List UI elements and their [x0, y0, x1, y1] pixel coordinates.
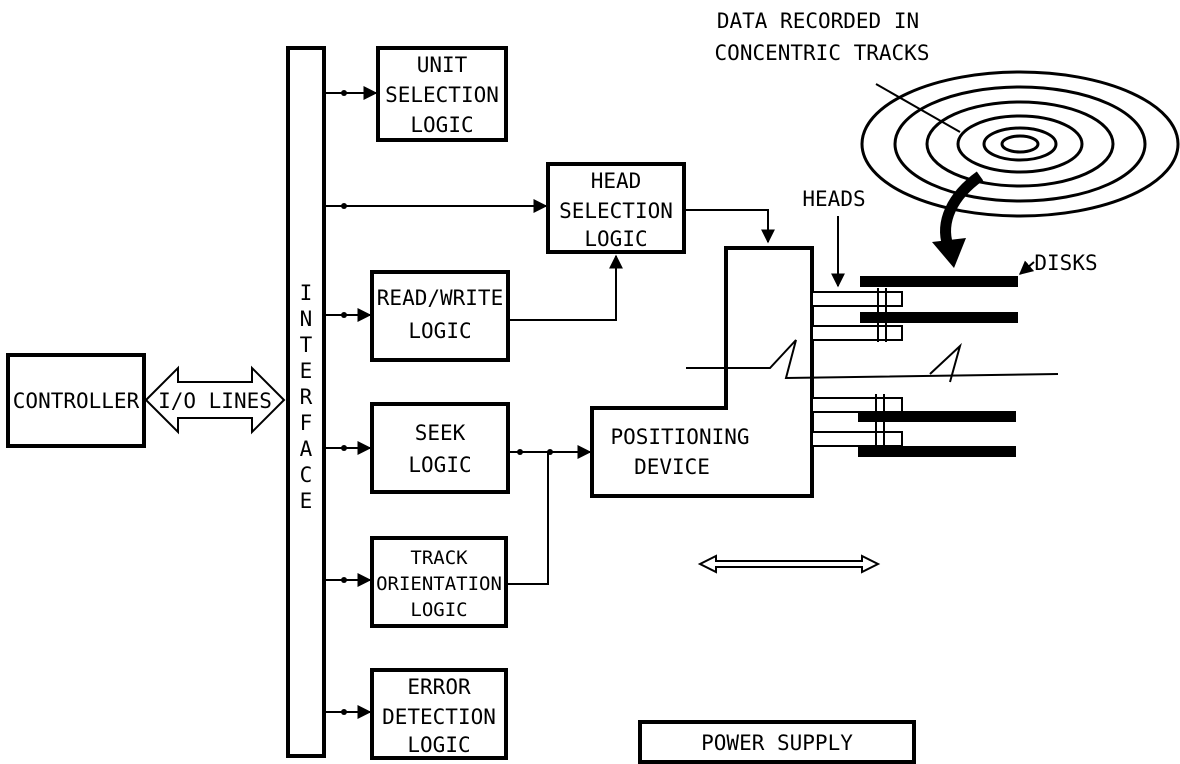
read-write-line: READ/WRITE — [377, 286, 503, 310]
seek-line: SEEK — [415, 421, 466, 445]
positioning-device-box: POSITIONING DEVICE — [590, 246, 814, 498]
interface-bar: I N T E R F A C E — [286, 46, 326, 758]
motion-arrow-icon — [697, 554, 881, 574]
seek-line: LOGIC — [408, 453, 471, 477]
error-detection-line: DETECTION — [382, 705, 496, 729]
interface-letter: N — [300, 307, 313, 331]
error-detection-line: ERROR — [407, 675, 471, 699]
read-write-line: LOGIC — [408, 319, 471, 343]
error-detection-logic-box: ERROR DETECTION LOGIC — [324, 668, 508, 760]
interface-letter: F — [300, 411, 313, 435]
io-lines-label: I/O LINES — [158, 389, 272, 413]
head-selection-logic-box: HEAD SELECTION LOGIC — [324, 162, 775, 254]
head-selection-line: LOGIC — [584, 227, 647, 251]
interface-letter: R — [300, 385, 313, 409]
data-recorded-line: CONCENTRIC TRACKS — [715, 41, 930, 65]
head-selection-line: SELECTION — [559, 199, 673, 223]
track-orientation-logic-box: TRACK ORIENTATION LOGIC — [324, 452, 549, 628]
power-supply-label: POWER SUPPLY — [701, 731, 853, 755]
unit-selection-line: SELECTION — [385, 83, 499, 107]
controller-label: CONTROLLER — [13, 389, 140, 413]
error-detection-line: LOGIC — [407, 733, 470, 757]
power-supply-box: POWER SUPPLY — [638, 720, 916, 764]
interface-letter: E — [300, 489, 313, 513]
head-disk-stack-bottom — [811, 394, 1016, 457]
unit-selection-logic-box: UNIT SELECTION LOGIC — [324, 46, 508, 142]
io-lines-arrow: I/O LINES — [144, 365, 286, 435]
curved-arrow-icon — [932, 171, 984, 268]
head-disk-stack-top — [811, 276, 1018, 342]
interface-letter: E — [300, 359, 313, 383]
disks-label-group: DISKS — [1018, 251, 1098, 275]
heads-label: HEADS — [802, 187, 865, 211]
tracks-annotation: DATA RECORDED IN CONCENTRIC TRACKS — [715, 9, 961, 133]
concentric-tracks-platter — [860, 70, 1180, 218]
disks-label: DISKS — [1034, 251, 1097, 275]
unit-selection-line: LOGIC — [410, 113, 473, 137]
head-selection-line: HEAD — [591, 169, 642, 193]
unit-selection-line: UNIT — [417, 53, 468, 77]
positioning-line: POSITIONING — [610, 425, 749, 449]
positioning-line: DEVICE — [634, 455, 710, 479]
interface-letter: T — [300, 333, 313, 357]
controller-box: CONTROLLER — [6, 353, 146, 448]
interface-letter: I — [300, 281, 313, 305]
read-write-logic-box: READ/WRITE LOGIC — [324, 254, 623, 362]
break-lines — [686, 339, 1059, 383]
interface-letter: A — [300, 437, 313, 461]
seek-logic-box: SEEK LOGIC — [324, 402, 592, 494]
track-orientation-line: LOGIC — [410, 599, 467, 621]
track-orientation-line: TRACK — [410, 547, 468, 569]
heads-label-group: HEADS — [802, 187, 866, 288]
track-orientation-line: ORIENTATION — [376, 573, 502, 595]
data-recorded-line: DATA RECORDED IN — [717, 9, 919, 33]
interface-letter: C — [300, 463, 313, 487]
